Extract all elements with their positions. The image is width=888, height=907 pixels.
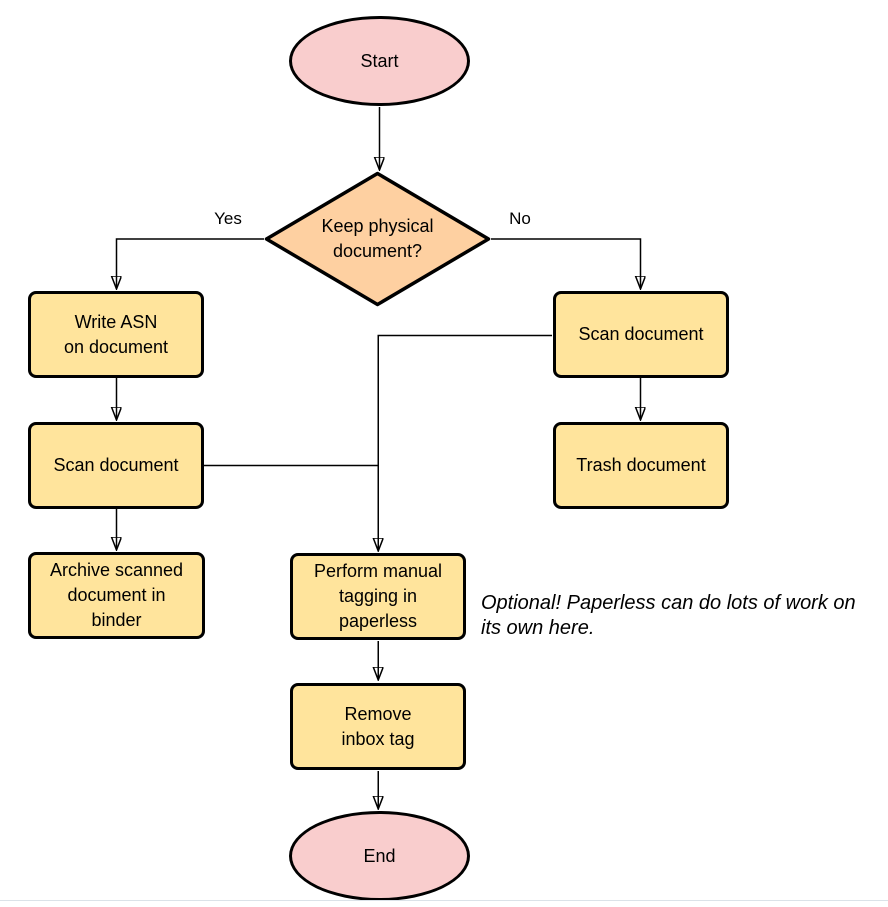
node-start: Start [289,16,470,106]
node-decision-label: Keep physical document? [321,216,434,261]
edge-label-no: No [509,209,531,228]
node-write-asn-on-document: Write ASN on document [28,291,204,378]
node-remove-inbox-tag: Remove inbox tag [290,683,466,770]
connector-decision-to-scan-right [491,238,641,289]
node-decision-keep-physical-document: Keep physical document? [264,171,491,307]
node-scan-left-label: Scan document [53,455,179,475]
node-perform-manual-tagging: Perform manual tagging in paperless [290,553,466,640]
node-end-label: End [363,845,396,866]
node-archive-scanned-document: Archive scanned document in binder [28,552,205,639]
edge-label-yes: Yes [214,209,242,228]
node-scan-document-left: Scan document [28,422,204,509]
node-start-label: Start [360,50,399,71]
diamond-shape [264,171,491,307]
node-trash-label: Trash document [576,455,706,475]
page-bottom-divider [0,900,888,901]
connector-scan-right-to-tagging [378,334,552,552]
node-scan-right-label: Scan document [578,324,704,344]
annotation-optional-paperless: Optional! Paperless can do lots of work … [481,592,856,639]
node-remove-inbox-label: Remove inbox tag [341,703,415,749]
node-archive-label: Archive scanned document in binder [49,560,184,630]
node-end: End [289,811,470,901]
node-write-asn-label: Write ASN on document [63,311,169,357]
node-trash-document: Trash document [553,422,729,509]
node-tagging-label: Perform manual tagging in paperless [313,561,443,631]
connector-decision-to-write-asn [117,238,264,289]
node-scan-document-right: Scan document [553,291,729,378]
